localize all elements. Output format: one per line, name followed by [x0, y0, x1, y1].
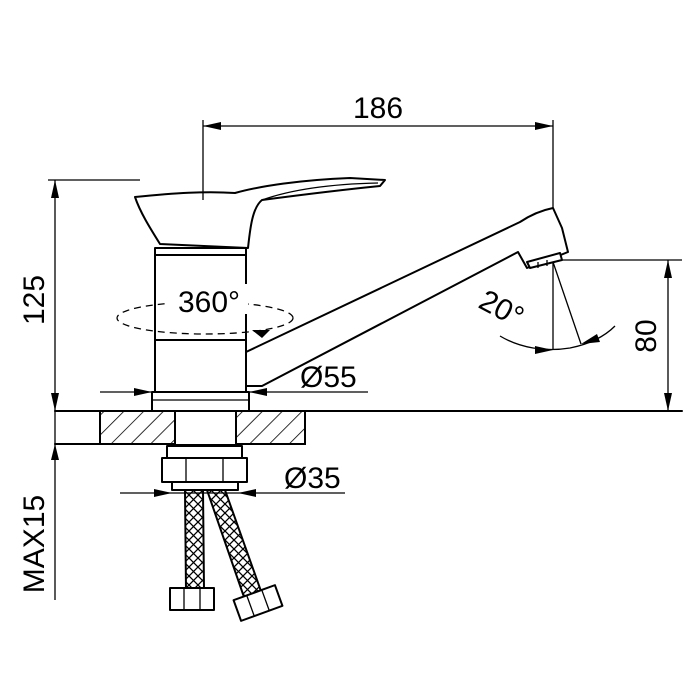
total-height-label: 125	[18, 275, 51, 325]
dim-mount-thickness: MAX15	[18, 411, 59, 600]
faucet-body	[134, 177, 569, 622]
mounting-nut-top	[166, 445, 243, 459]
dim-total-height: 125	[18, 179, 140, 411]
countertop	[54, 410, 683, 445]
spout-reach-label: 186	[353, 92, 403, 125]
mount-thickness-label: MAX15	[18, 495, 51, 593]
hose-right	[205, 489, 264, 602]
outlet-angle-indicator: 20°	[474, 261, 616, 354]
body-cylinder	[154, 247, 247, 393]
base-ring	[151, 391, 250, 412]
spout-height-label: 80	[630, 319, 663, 352]
rotation-indicator: 360°	[116, 284, 294, 338]
hose-left-nut	[169, 587, 215, 611]
dim-hose-diameter: Ø35	[120, 462, 345, 497]
outlet-angle-label: 20°	[474, 284, 530, 334]
shank-end	[171, 481, 239, 491]
hose-left	[183, 489, 206, 591]
dim-spout-reach: 186	[202, 92, 554, 208]
rotation-angle-label: 360°	[178, 286, 240, 319]
lever-handle	[134, 177, 386, 249]
base-diameter-label: Ø55	[300, 361, 357, 394]
dim-spout-height: 80	[562, 259, 682, 411]
hose-right-nut	[232, 584, 284, 622]
dim-base-diameter: Ø55	[100, 361, 368, 396]
spout	[245, 207, 569, 387]
hose-diameter-label: Ø35	[284, 462, 341, 495]
mounting-nut	[161, 457, 248, 483]
